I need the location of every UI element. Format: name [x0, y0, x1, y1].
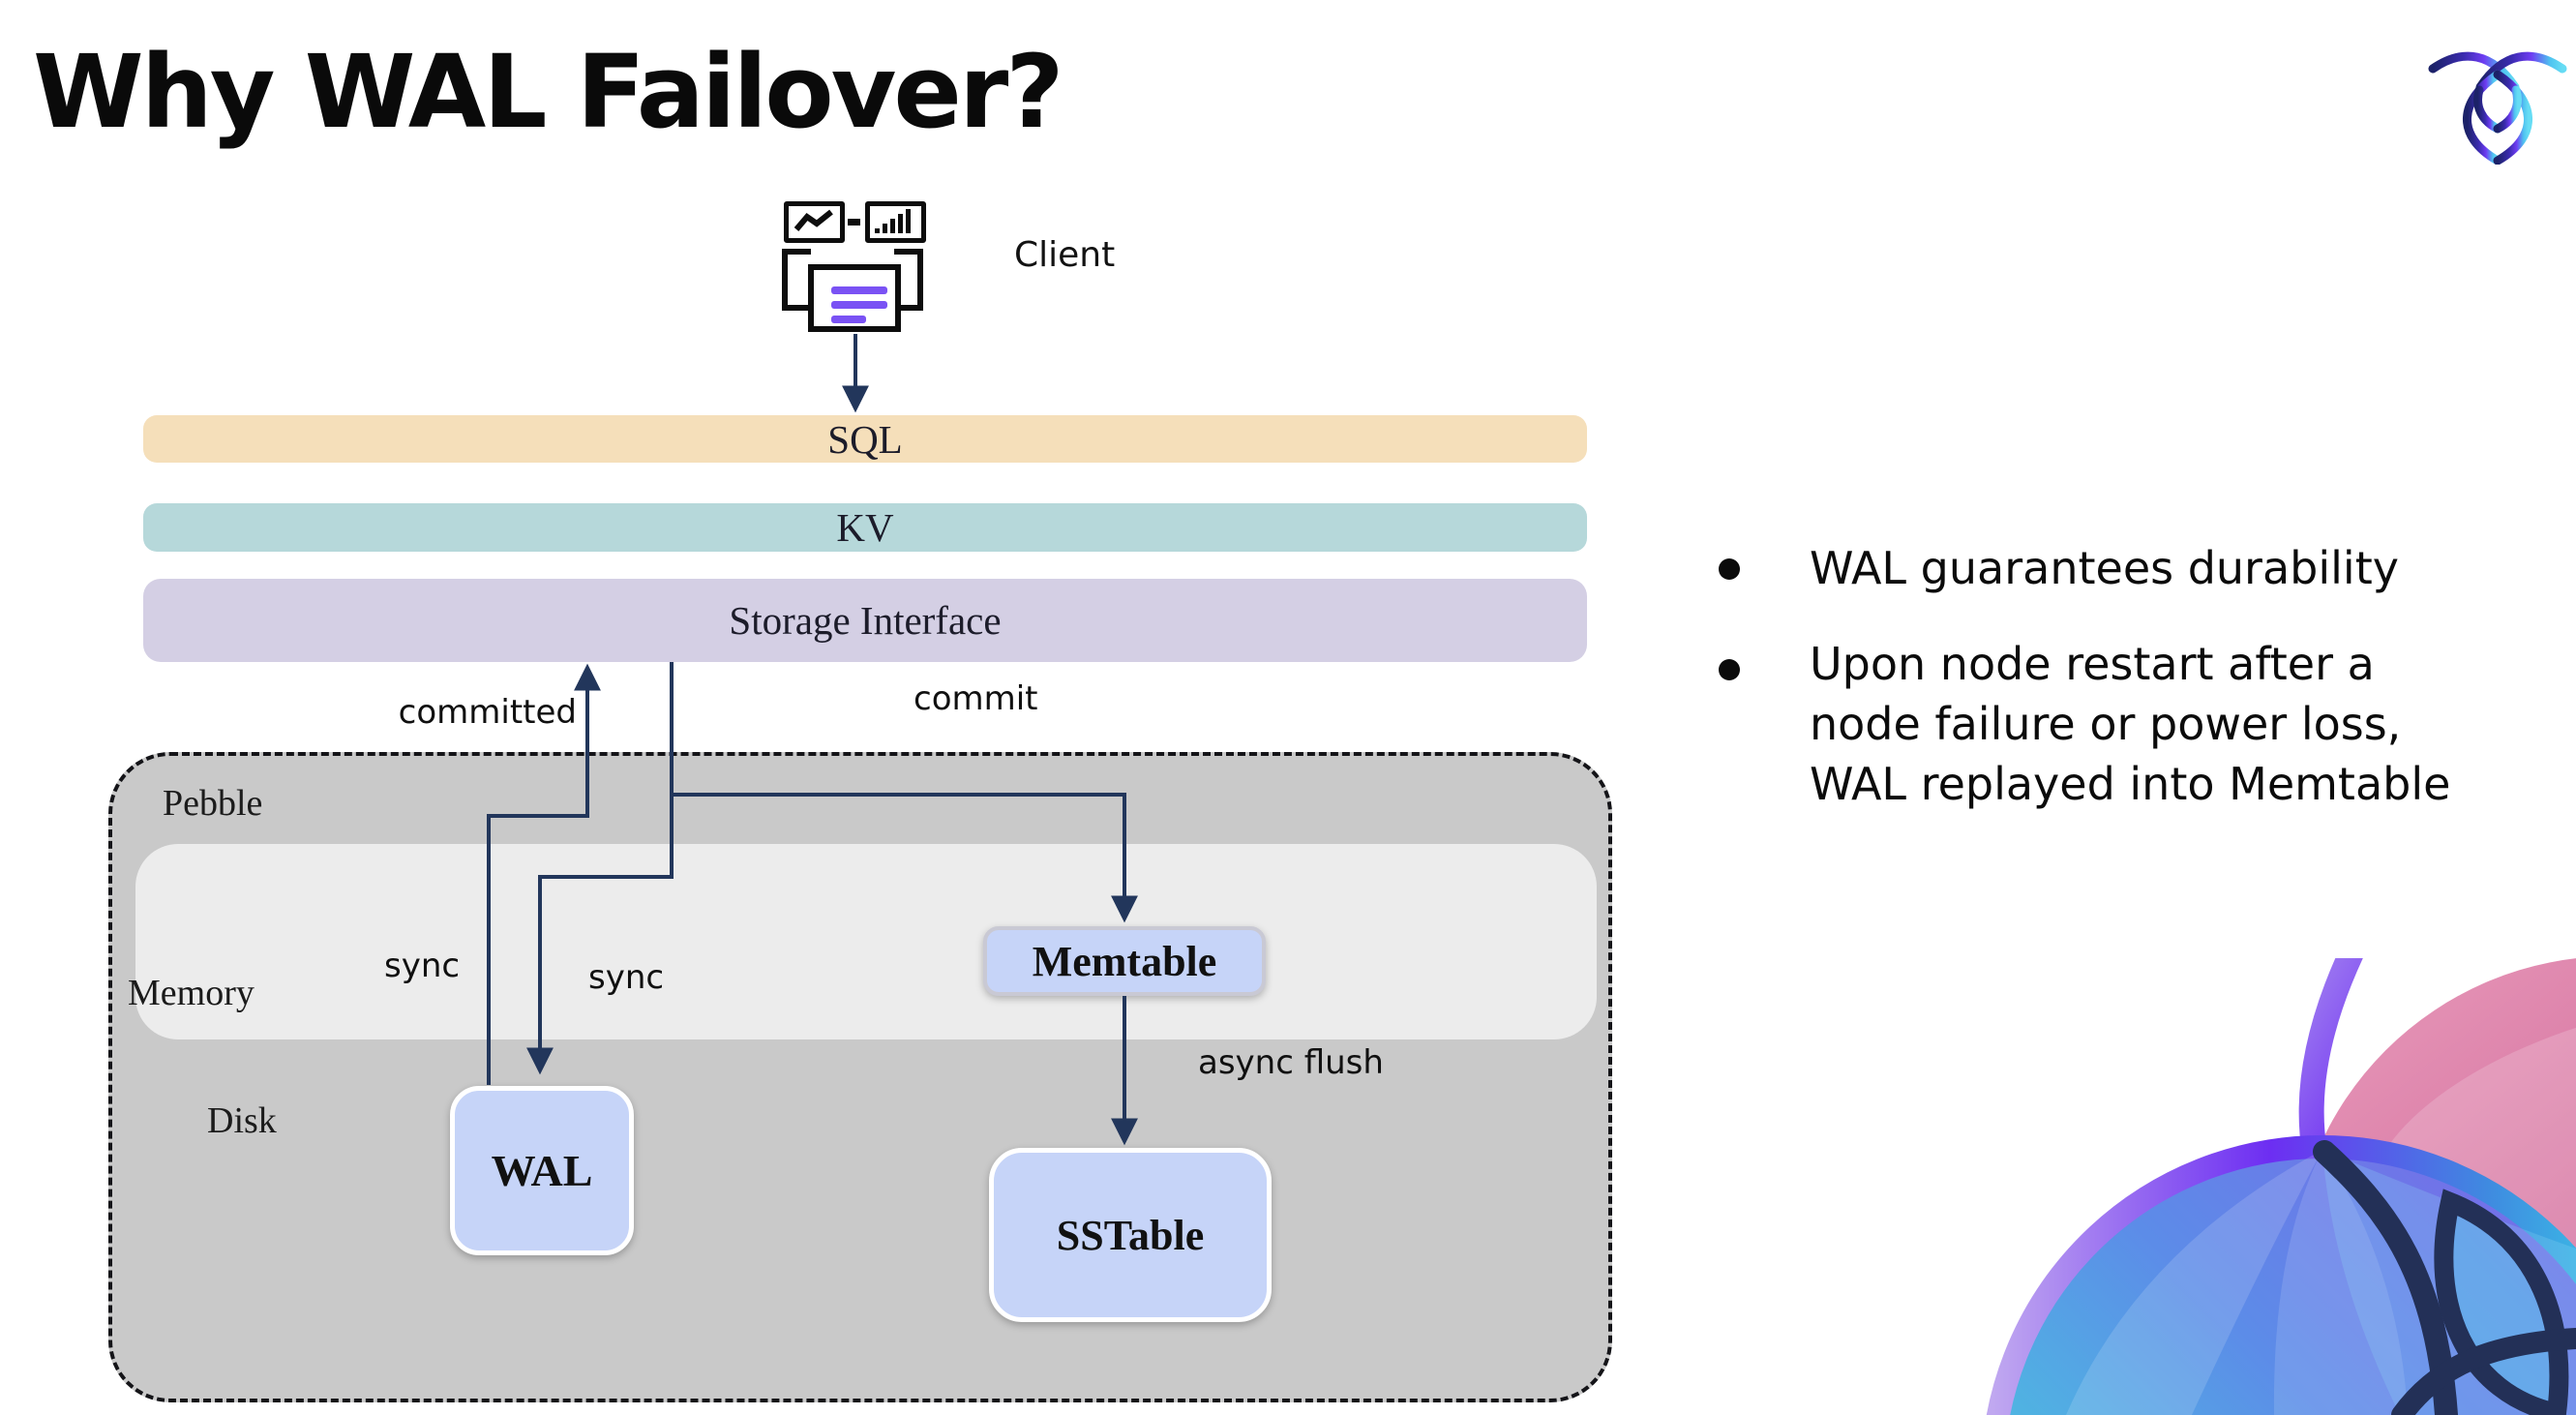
kv-layer-bar: KV	[143, 503, 1587, 552]
pebble-label: Pebble	[163, 783, 263, 824]
dash-connector	[848, 219, 860, 226]
line-chart-icon	[784, 201, 845, 243]
memory-label: Memory	[128, 973, 255, 1013]
page-title: Why WAL Failover?	[33, 33, 1064, 151]
storage-interface-label: Storage Interface	[729, 598, 1002, 643]
kv-layer-label: KV	[836, 505, 894, 550]
wal-label: WAL	[491, 1146, 593, 1195]
bullet-item: Upon node restart after a node failure o…	[1810, 634, 2450, 814]
disk-label: Disk	[207, 1100, 277, 1141]
sstable-label: SSTable	[1056, 1211, 1205, 1259]
bracket-right-icon	[894, 249, 923, 311]
sstable-node: SSTable	[989, 1148, 1272, 1322]
sql-layer-bar: SQL	[143, 415, 1587, 463]
bullet-dot	[1719, 558, 1740, 580]
bullet-item: WAL guarantees durability	[1810, 538, 2399, 598]
memtable-node: Memtable	[983, 926, 1266, 996]
bullet-dot	[1719, 659, 1740, 680]
document-icon	[808, 264, 901, 332]
committed-edge-label: committed	[398, 693, 577, 732]
bracket-left-icon	[782, 249, 811, 311]
bullet-line: WAL guarantees durability	[1810, 542, 2399, 594]
sync-left-edge-label: sync	[384, 947, 461, 985]
brand-art-illustration	[1986, 958, 2576, 1415]
bullet-line: node failure or power loss,	[1810, 698, 2402, 750]
storage-interface-bar: Storage Interface	[143, 579, 1587, 662]
cockroachdb-logo-icon	[2428, 51, 2567, 165]
memory-band	[135, 844, 1597, 1039]
wal-node: WAL	[450, 1086, 634, 1255]
bullet-line: WAL replayed into Memtable	[1810, 758, 2451, 810]
sql-layer-label: SQL	[827, 416, 903, 462]
sync-right-edge-label: sync	[588, 958, 665, 997]
bar-chart-icon	[865, 201, 926, 243]
bullet-line: Upon node restart after a	[1810, 638, 2375, 690]
commit-edge-label: commit	[914, 679, 1038, 718]
memtable-label: Memtable	[1032, 937, 1217, 985]
client-label: Client	[1014, 235, 1116, 275]
async-flush-edge-label: async flush	[1198, 1043, 1384, 1082]
